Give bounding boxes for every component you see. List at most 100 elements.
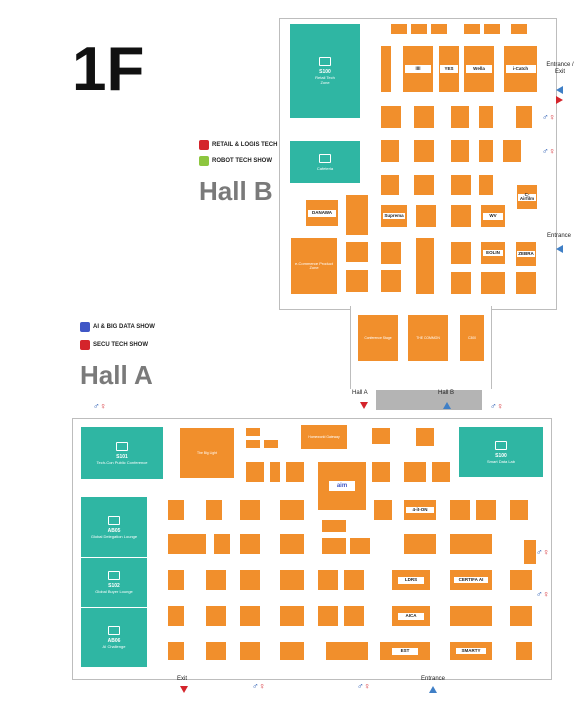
booth-brand[interactable]: llll [402,45,434,93]
conference-stage[interactable]: Conference Stage [357,314,399,362]
booth[interactable] [371,461,391,483]
booth-brand[interactable]: EOLIN [480,241,506,265]
booth[interactable] [380,269,402,293]
booth[interactable] [167,499,185,521]
booth[interactable] [213,533,231,555]
booth-brand[interactable]: Suprema [380,204,408,228]
booth[interactable] [345,241,369,263]
booth[interactable] [449,533,493,555]
booth-brand[interactable]: C-Airfilm [516,184,538,210]
big-light-zone[interactable]: The Big Light [179,427,235,479]
booth[interactable] [245,439,261,449]
booth[interactable] [478,105,494,129]
booth[interactable] [380,174,400,196]
booth[interactable] [510,23,528,35]
booth[interactable] [321,537,347,555]
homeworld-gateway[interactable]: Homeworld Gateway [300,424,348,450]
booth[interactable] [403,461,427,483]
booth[interactable] [245,461,265,483]
booth[interactable] [371,427,391,445]
booth[interactable] [349,537,371,555]
booth[interactable] [380,139,400,163]
booth[interactable] [515,271,537,295]
booth[interactable] [345,194,369,236]
booth[interactable] [509,605,533,627]
booth[interactable] [403,533,437,555]
c300-zone[interactable]: C300 [459,314,485,362]
booth[interactable] [450,241,472,265]
booth[interactable] [263,439,279,449]
booth[interactable] [279,533,305,555]
ecommerce-zone[interactable]: e-Commerce Product Zone [290,237,338,295]
retail-tech-zone[interactable]: S100 Retail Tech Zone [290,24,360,118]
booth[interactable] [239,499,261,521]
booth[interactable] [450,271,472,295]
booth[interactable] [410,23,428,35]
booth-brand[interactable]: 4-it-ON [403,499,437,521]
booth-brand[interactable]: aim [317,461,367,511]
booth[interactable] [502,139,522,163]
booth[interactable] [431,461,451,483]
booth[interactable] [279,569,305,591]
booth[interactable] [205,641,227,661]
booth[interactable] [480,271,506,295]
booth[interactable] [449,499,471,521]
booth[interactable] [167,533,207,555]
cafeteria-zone[interactable]: Cafeteria [290,141,360,183]
booth[interactable] [279,641,305,661]
booth[interactable] [430,23,448,35]
booth-brand[interactable]: CERTIFA AI [449,569,493,591]
booth[interactable] [450,105,470,129]
booth[interactable] [380,45,392,93]
booth-brand[interactable]: LDRS [391,569,431,591]
booth-brand[interactable]: YES [438,45,460,93]
booth[interactable] [167,641,185,661]
booth-brand[interactable]: AICA [391,605,431,627]
booth[interactable] [380,241,402,265]
booth[interactable] [239,533,261,555]
booth[interactable] [321,519,347,533]
booth-brand[interactable]: SMARTY [449,641,493,661]
booth[interactable] [343,605,365,627]
booth[interactable] [509,499,529,521]
booth[interactable] [239,641,261,661]
global-delegation-lounge[interactable]: AB05 Global Delegation Lounge [81,497,147,557]
booth[interactable] [515,105,533,129]
booth[interactable] [415,237,435,295]
booth[interactable] [380,105,402,129]
booth[interactable] [463,23,481,35]
booth[interactable] [167,605,185,627]
booth[interactable] [449,605,493,627]
booth[interactable] [478,139,494,163]
booth[interactable] [325,641,369,661]
booth[interactable] [317,569,339,591]
booth[interactable] [279,499,305,521]
booth[interactable] [279,605,305,627]
booth[interactable] [413,174,435,196]
booth[interactable] [239,569,261,591]
booth[interactable] [167,569,185,591]
booth-brand[interactable]: DANAWA [305,199,339,227]
booth[interactable] [478,174,494,196]
booth[interactable] [285,461,305,483]
booth-brand[interactable]: i-Catch [503,45,538,93]
booth[interactable] [343,569,365,591]
booth[interactable] [450,204,472,228]
booth[interactable] [205,605,227,627]
booth-brand[interactable]: Wella [463,45,495,93]
booth[interactable] [345,269,369,293]
booth[interactable] [269,461,281,483]
smart-data-lab[interactable]: S100 Smart Data Lab [459,427,543,477]
booth[interactable] [450,174,472,196]
booth[interactable] [205,569,227,591]
global-buyer-lounge[interactable]: S102 Global Buyer Lounge [81,557,147,607]
booth[interactable] [415,204,437,228]
booth[interactable] [390,23,408,35]
booth[interactable] [523,539,537,565]
booth[interactable] [205,499,223,521]
booth[interactable] [415,427,435,447]
booth[interactable] [413,139,435,163]
booth[interactable] [245,427,261,437]
booth[interactable] [413,105,435,129]
booth[interactable] [450,139,470,163]
